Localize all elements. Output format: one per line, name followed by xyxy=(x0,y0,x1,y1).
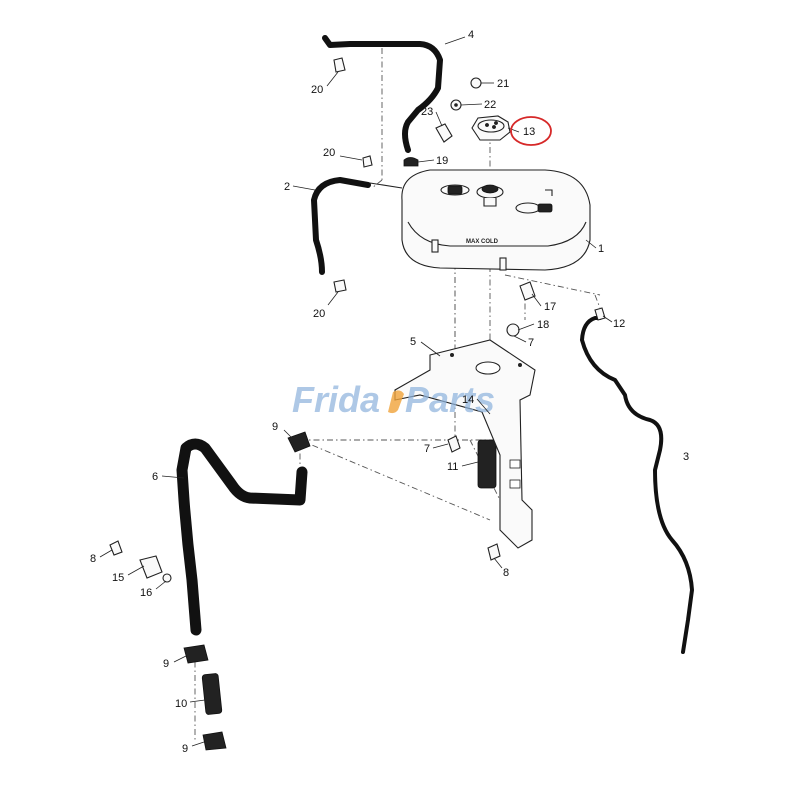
callout-23: 23 xyxy=(421,106,433,118)
callout-18: 18 xyxy=(537,319,549,331)
highlight-circle-13 xyxy=(510,116,552,146)
watermark: Frida Parts xyxy=(292,379,495,420)
callout-7b: 7 xyxy=(424,443,430,455)
callout-16: 16 xyxy=(140,587,152,599)
hose-3 xyxy=(580,316,694,654)
callout-3: 3 xyxy=(683,451,689,463)
callout-2: 2 xyxy=(284,181,290,193)
hose-10 xyxy=(201,673,223,715)
callouts: 1 2 3 4 5 6 7 7 8 8 9 9 9 10 11 12 13 14… xyxy=(90,29,689,755)
callout-8a: 8 xyxy=(90,553,96,565)
callout-12: 12 xyxy=(613,318,625,330)
callout-14: 14 xyxy=(462,394,474,406)
mounting-bracket xyxy=(394,339,536,549)
leader-lines xyxy=(99,36,613,747)
callout-11: 11 xyxy=(447,461,458,473)
watermark-right: Parts xyxy=(405,379,495,420)
tank-label: MAX COLD xyxy=(466,239,499,245)
callout-9b: 9 xyxy=(163,658,169,670)
callout-5: 5 xyxy=(410,336,416,348)
callout-4: 4 xyxy=(468,29,474,41)
hose-2 xyxy=(311,177,371,275)
callout-20b: 20 xyxy=(323,147,335,159)
callout-9a: 9 xyxy=(272,421,278,433)
radiator-cap xyxy=(471,115,511,141)
callout-21: 21 xyxy=(497,78,509,90)
callout-20a: 20 xyxy=(311,84,323,96)
callout-7a: 7 xyxy=(528,337,534,349)
callout-9c: 9 xyxy=(182,743,188,755)
watermark-glyph xyxy=(388,390,404,414)
callout-8b: 8 xyxy=(503,567,509,579)
hose-6 xyxy=(176,438,308,636)
fasteners xyxy=(109,57,606,751)
callout-13: 13 xyxy=(523,126,535,138)
callout-15: 15 xyxy=(112,572,124,584)
watermark-left: Frida xyxy=(292,379,380,420)
callout-22: 22 xyxy=(484,99,496,111)
coolant-tank: MAX COLD xyxy=(369,169,591,271)
callout-10: 10 xyxy=(175,698,187,710)
callout-19: 19 xyxy=(436,155,448,167)
callout-20c: 20 xyxy=(313,308,325,320)
callout-1: 1 xyxy=(598,243,604,255)
hose-4 xyxy=(322,35,443,153)
callout-17: 17 xyxy=(544,301,556,313)
callout-6: 6 xyxy=(152,471,158,483)
